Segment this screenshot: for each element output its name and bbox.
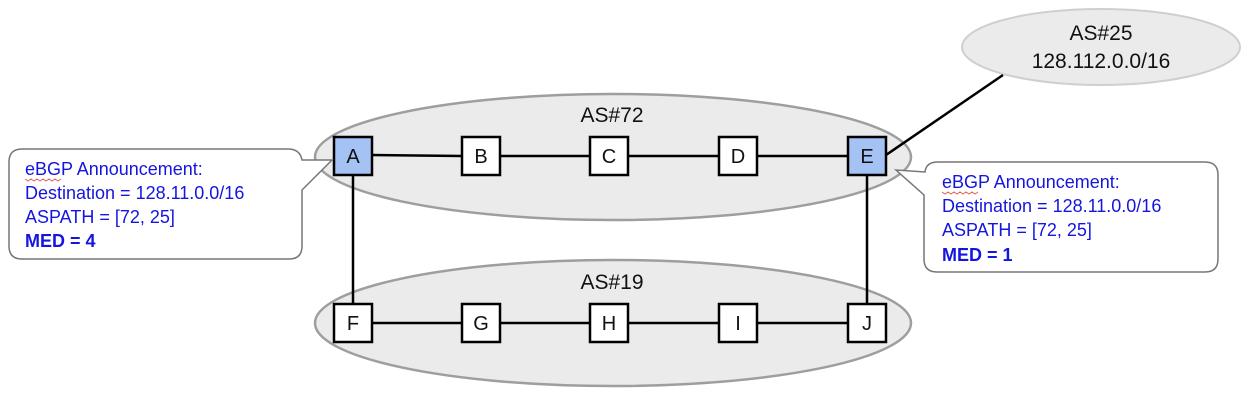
- router-h-box: [588, 302, 630, 344]
- link-a-b: [371, 153, 463, 158]
- router-h-label: H: [602, 313, 616, 335]
- router-h: H: [588, 302, 630, 344]
- announcement-right-line1: eBGP Announcement:: [942, 172, 1120, 192]
- announcement-right-callout: eBGP Announcement: Destination = 128.11.…: [893, 161, 1219, 273]
- router-a-box: [332, 135, 374, 177]
- as-upper-name: AS#72: [580, 104, 643, 127]
- router-c-box: [588, 135, 630, 177]
- router-j: J: [846, 302, 888, 344]
- router-f-label: F: [347, 313, 359, 335]
- router-b-label: B: [474, 146, 487, 168]
- router-e-box: [846, 135, 888, 177]
- announcement-left-bubble: [8, 148, 334, 260]
- router-a: A: [332, 135, 374, 177]
- spellcheck-underline-right: [941, 191, 979, 195]
- router-d-label: D: [731, 146, 745, 168]
- as-external-name: AS#25: [1069, 22, 1132, 45]
- announcement-right-bubble: [893, 161, 1219, 273]
- router-f-box: [332, 302, 374, 344]
- router-c-label: C: [602, 146, 616, 168]
- router-c: C: [588, 135, 630, 177]
- router-g-label: G: [473, 313, 489, 335]
- router-i-label: I: [735, 313, 741, 335]
- router-i-box: [717, 302, 759, 344]
- announcement-left-line2: Destination = 128.11.0.0/16: [25, 183, 244, 203]
- announcement-left-line1: eBGP Announcement:: [25, 159, 203, 179]
- announcement-left-line3: ASPATH = [72, 25]: [25, 207, 175, 227]
- announcement-right-line2: Destination = 128.11.0.0/16: [942, 196, 1161, 216]
- router-e-label: E: [860, 146, 873, 168]
- announcement-left-callout: eBGP Announcement: Destination = 128.11.…: [8, 148, 334, 260]
- spellcheck-underline-left: [24, 178, 62, 182]
- announcement-left-line4: MED = 4: [25, 231, 96, 251]
- router-b: B: [460, 135, 502, 177]
- router-e: E: [846, 135, 888, 177]
- announcement-right-line4: MED = 1: [942, 245, 1013, 265]
- link-e-as25: [885, 73, 1004, 157]
- router-a-label: A: [346, 146, 360, 168]
- router-j-box: [846, 302, 888, 344]
- router-j-label: J: [862, 313, 872, 335]
- router-g-box: [460, 302, 502, 344]
- router-g: G: [460, 302, 502, 344]
- announcement-right-line3: ASPATH = [72, 25]: [942, 220, 1092, 240]
- router-d: D: [717, 135, 759, 177]
- as-external-prefix: 128.112.0.0/16: [1032, 50, 1171, 73]
- links: [351, 73, 1004, 325]
- router-b-box: [460, 135, 502, 177]
- router-d-box: [717, 135, 759, 177]
- router-f: F: [332, 302, 374, 344]
- router-i: I: [717, 302, 759, 344]
- as-lower-name: AS#19: [580, 271, 643, 294]
- as-external-cloud: [961, 8, 1241, 86]
